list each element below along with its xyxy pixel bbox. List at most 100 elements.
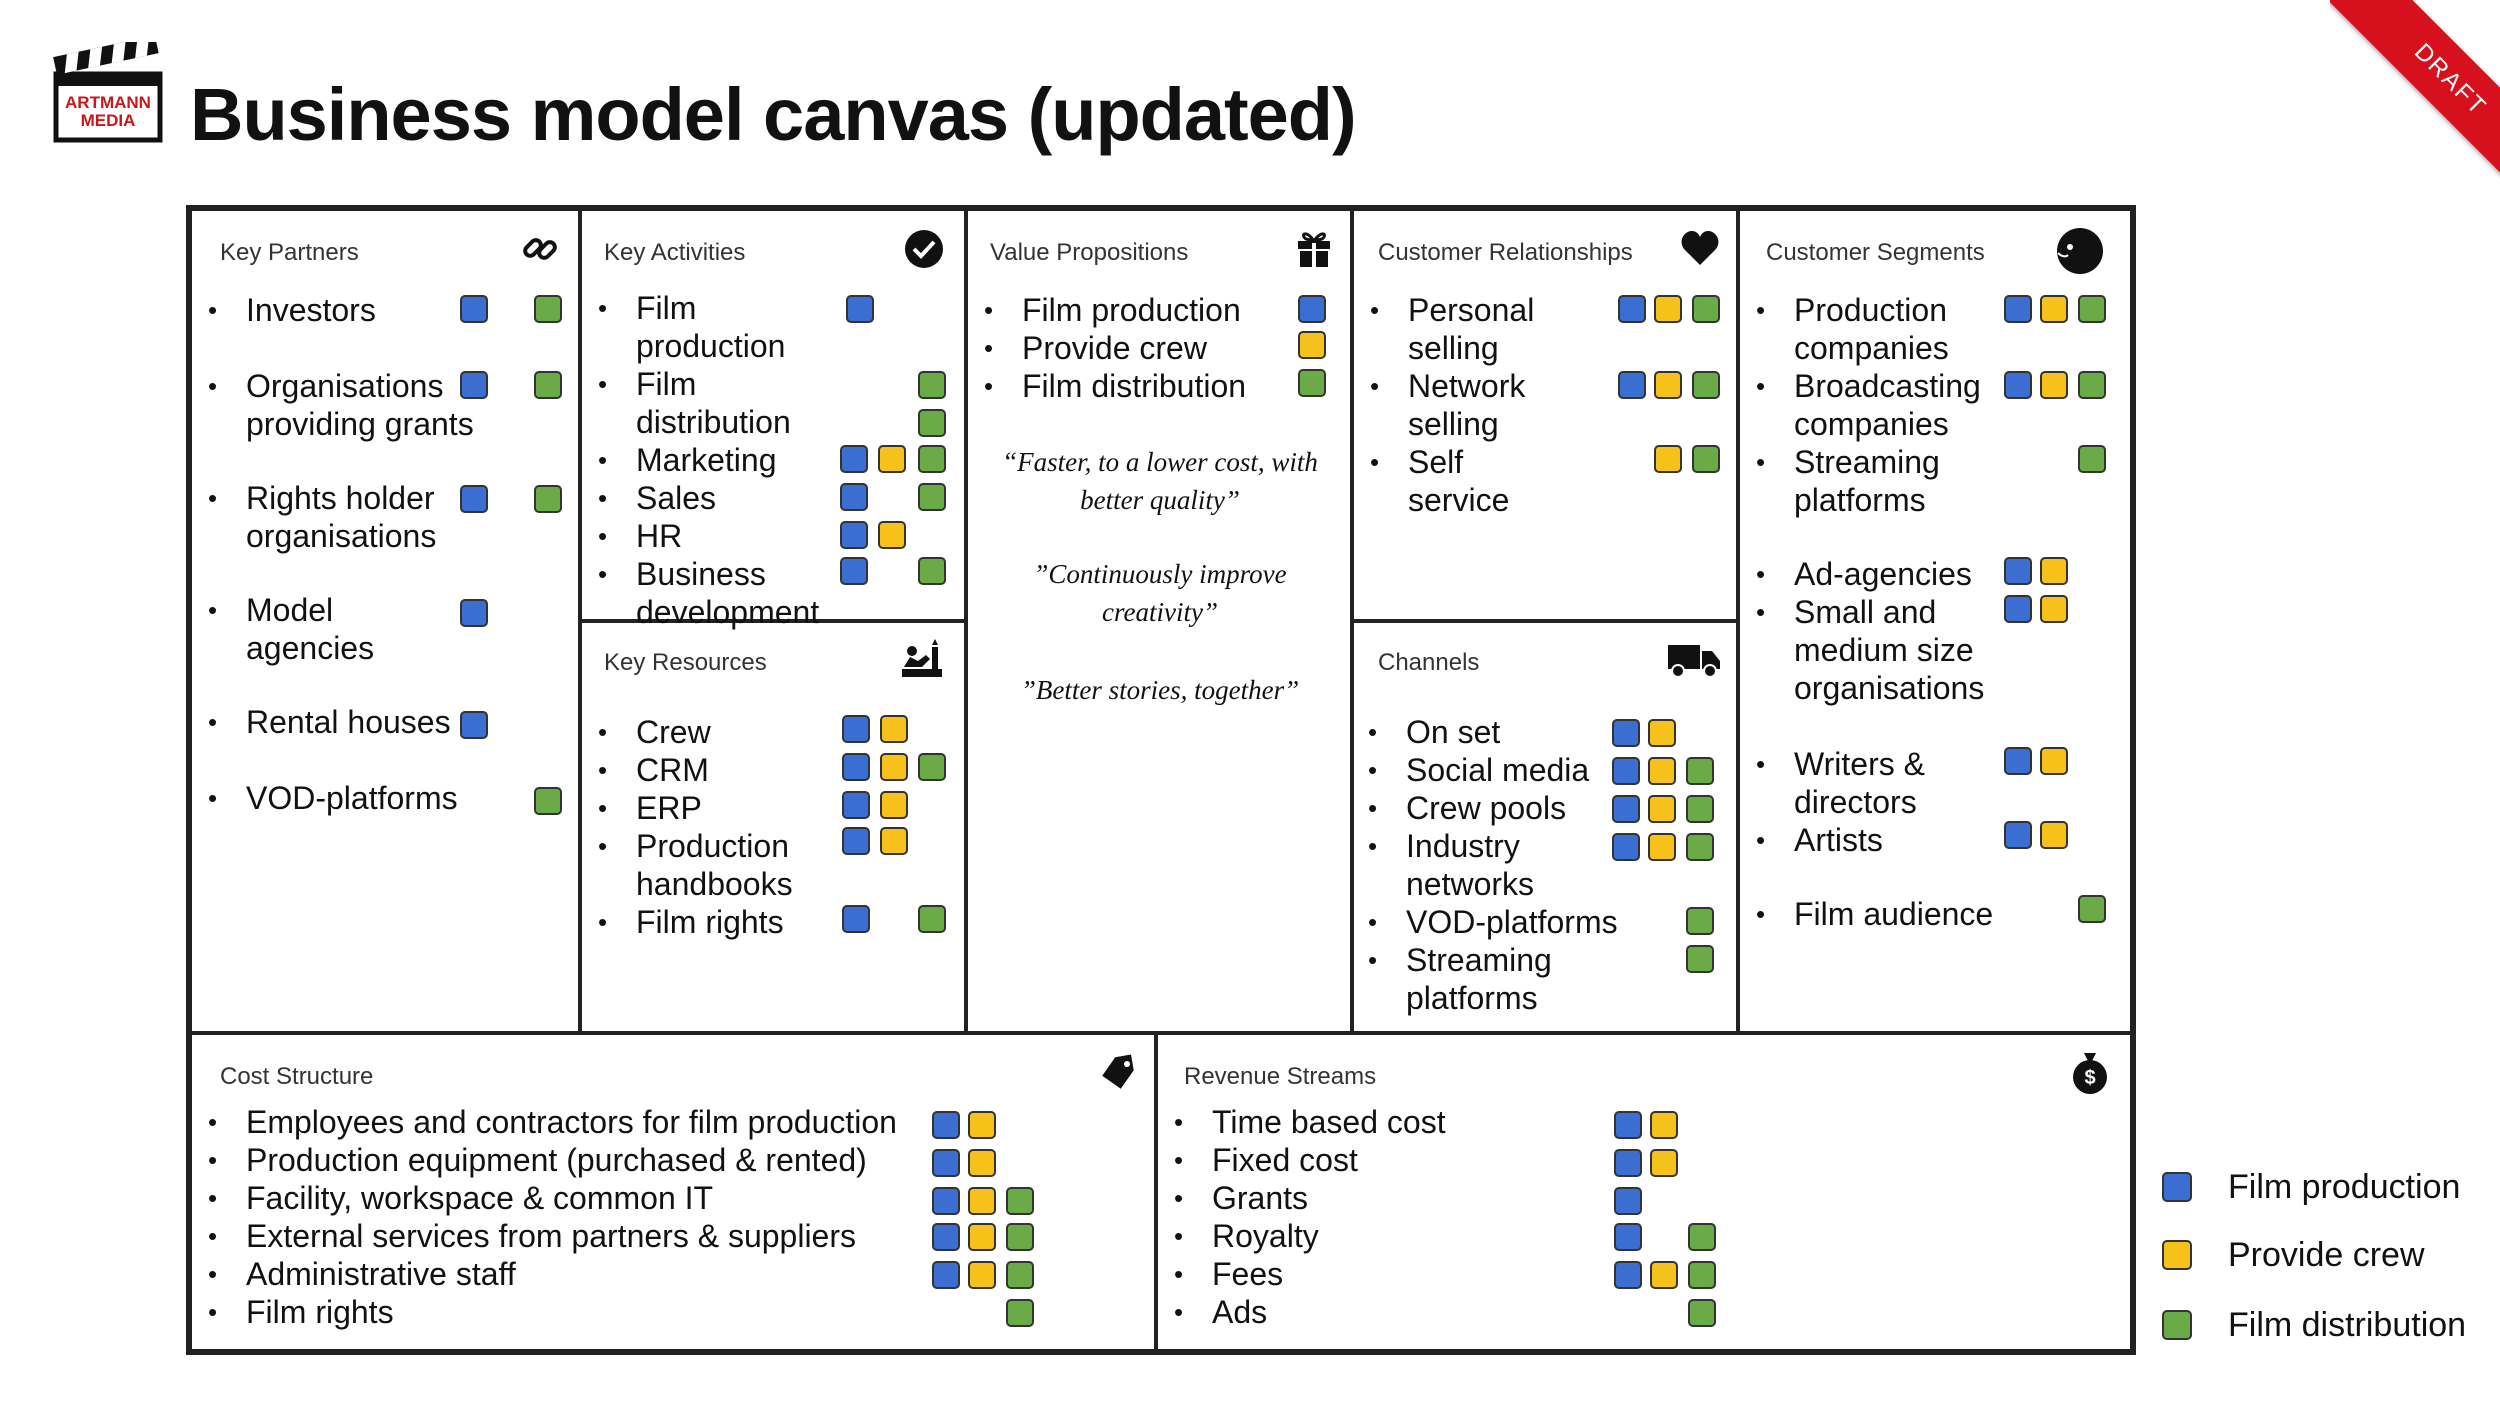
section-heading: Customer Relationships bbox=[1378, 239, 1633, 266]
film-production-marker bbox=[932, 1187, 960, 1215]
film-distribution-marker bbox=[918, 483, 946, 511]
film-distribution-marker bbox=[1692, 445, 1720, 473]
film-distribution-marker bbox=[2078, 295, 2106, 323]
legend-swatch-provide-crew bbox=[2162, 1240, 2192, 1270]
film-production-marker bbox=[842, 715, 870, 743]
provide-crew-marker bbox=[880, 791, 908, 819]
list-item: HR bbox=[598, 517, 848, 555]
film-production-marker bbox=[840, 445, 868, 473]
list-item: Model agencies bbox=[208, 591, 548, 703]
film-production-marker bbox=[2004, 557, 2032, 585]
heart-icon bbox=[1680, 229, 1720, 269]
provide-crew-marker bbox=[968, 1187, 996, 1215]
film-production-marker bbox=[932, 1149, 960, 1177]
legend-swatch-film-distribution bbox=[2162, 1310, 2192, 1340]
key-resources-section: Key Resources Crew CRM ERP Production ha… bbox=[582, 623, 964, 1031]
provide-crew-marker bbox=[880, 753, 908, 781]
list-item: Artists bbox=[1756, 821, 1996, 895]
provide-crew-marker bbox=[2040, 557, 2068, 585]
list-item: On set bbox=[1368, 713, 1628, 751]
list-item: Social media bbox=[1368, 751, 1628, 789]
film-production-marker bbox=[1614, 1223, 1642, 1251]
legend-label: Film production bbox=[2228, 1168, 2461, 1206]
list-item: Sales bbox=[598, 479, 848, 517]
film-production-marker bbox=[932, 1223, 960, 1251]
channels-list: On set Social media Crew pools Industry … bbox=[1368, 713, 1628, 1017]
list-item: Industry networks bbox=[1368, 827, 1628, 903]
film-distribution-marker bbox=[534, 295, 562, 323]
list-item: Streaming platforms bbox=[1368, 941, 1628, 1017]
provide-crew-marker bbox=[1648, 833, 1676, 861]
list-item: CRM bbox=[598, 751, 848, 789]
provide-crew-marker bbox=[2040, 821, 2068, 849]
provide-crew-marker bbox=[1654, 295, 1682, 323]
provide-crew-marker bbox=[878, 521, 906, 549]
list-item: Ads bbox=[1174, 1293, 1574, 1331]
value-propositions-section: Value Propositions Film production Provi… bbox=[968, 211, 1350, 1031]
legend-swatch-film-production bbox=[2162, 1172, 2192, 1202]
list-item: Ad-agencies bbox=[1756, 555, 1996, 593]
legend: Film production Provide crew Film distri… bbox=[2150, 1160, 2490, 1360]
list-item: Self service bbox=[1370, 443, 1570, 519]
list-item: Business development bbox=[598, 555, 848, 631]
cost-structure-list: Employees and contractors for film produ… bbox=[208, 1103, 928, 1331]
list-item: Fees bbox=[1174, 1255, 1574, 1293]
provide-crew-marker bbox=[1654, 445, 1682, 473]
film-distribution-marker bbox=[918, 445, 946, 473]
list-item: Small and medium size organisations bbox=[1756, 593, 1996, 745]
film-distribution-marker bbox=[1688, 1299, 1716, 1327]
film-distribution-marker bbox=[2078, 445, 2106, 473]
film-production-marker bbox=[2004, 821, 2032, 849]
list-item: Investors bbox=[208, 291, 548, 367]
film-production-marker bbox=[1612, 757, 1640, 785]
divider bbox=[186, 1031, 2136, 1035]
list-item: Rights holder organisations bbox=[208, 479, 548, 591]
film-production-marker bbox=[932, 1261, 960, 1289]
customer-segments-section: Customer Segments Production companies B… bbox=[1740, 211, 2130, 1031]
value-quote: ”Continuously improve creativity” bbox=[1033, 559, 1287, 627]
film-distribution-marker bbox=[1686, 833, 1714, 861]
divider bbox=[1154, 1031, 1158, 1355]
worker-icon bbox=[900, 637, 942, 677]
provide-crew-marker bbox=[1650, 1149, 1678, 1177]
customer-relationships-list: Personal selling Network selling Self se… bbox=[1370, 291, 1570, 519]
customer-relationships-section: Customer Relationships Personal selling … bbox=[1354, 211, 1736, 619]
artmann-media-logo: ARTMANN MEDIA bbox=[50, 35, 166, 148]
film-production-marker bbox=[1612, 719, 1640, 747]
provide-crew-marker bbox=[2040, 295, 2068, 323]
divider bbox=[1350, 619, 1740, 623]
film-production-marker bbox=[1614, 1149, 1642, 1177]
legend-label: Film distribution bbox=[2228, 1306, 2467, 1344]
provide-crew-marker bbox=[968, 1111, 996, 1139]
list-item: Film rights bbox=[598, 903, 848, 941]
section-heading: Channels bbox=[1378, 649, 1480, 676]
film-distribution-marker bbox=[534, 371, 562, 399]
film-production-marker bbox=[460, 371, 488, 399]
film-production-marker bbox=[2004, 747, 2032, 775]
provide-crew-marker bbox=[1654, 371, 1682, 399]
list-item: Personal selling bbox=[1370, 291, 1570, 367]
list-item: VOD-platforms bbox=[1368, 903, 1628, 941]
list-item: Administrative staff bbox=[208, 1255, 928, 1293]
film-distribution-marker bbox=[1006, 1187, 1034, 1215]
svg-text:$: $ bbox=[2084, 1067, 2095, 1089]
truck-icon bbox=[1666, 639, 1722, 679]
cost-structure-section: Cost Structure Employees and contractors… bbox=[192, 1035, 1154, 1349]
section-heading: Key Activities bbox=[604, 239, 746, 266]
list-item: Fixed cost bbox=[1174, 1141, 1574, 1179]
list-item: Network selling bbox=[1370, 367, 1570, 443]
list-item: Employees and contractors for film produ… bbox=[208, 1103, 928, 1141]
provide-crew-marker bbox=[2040, 747, 2068, 775]
film-distribution-marker bbox=[918, 753, 946, 781]
film-production-marker bbox=[1614, 1111, 1642, 1139]
film-distribution-marker bbox=[534, 485, 562, 513]
tag-icon bbox=[1098, 1051, 1138, 1091]
gift-icon bbox=[1294, 227, 1334, 267]
customer-segments-list: Production companies Broadcasting compan… bbox=[1756, 291, 1996, 933]
provide-crew-marker bbox=[1648, 719, 1676, 747]
key-activities-list: Film production Film distribution Market… bbox=[598, 289, 848, 631]
list-item: Grants bbox=[1174, 1179, 1574, 1217]
revenue-streams-section: Revenue Streams $ Time based cost Fixed … bbox=[1158, 1035, 2130, 1349]
film-production-marker bbox=[842, 753, 870, 781]
provide-crew-marker bbox=[968, 1149, 996, 1177]
